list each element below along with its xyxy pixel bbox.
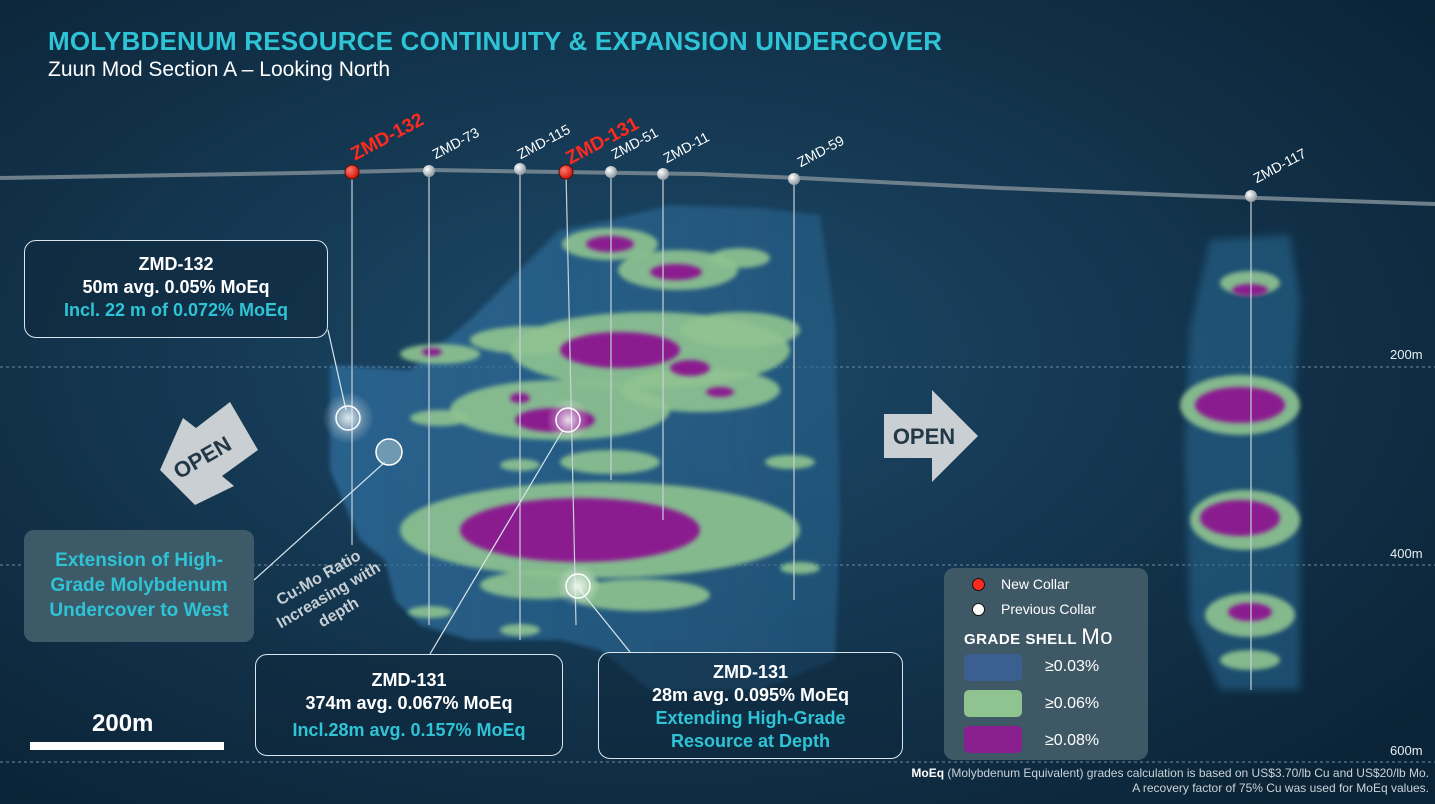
scale-label: 200m bbox=[92, 710, 154, 737]
high-grade-shells-east bbox=[1195, 284, 1285, 621]
legend-swatch-low bbox=[964, 654, 1022, 681]
footnote-line1-text: (Molybdenum Equivalent) grades calculati… bbox=[944, 766, 1429, 780]
west-extension-box: Extension of High- Grade Molybdenum Unde… bbox=[24, 530, 254, 642]
callout-zmd132: ZMD-132 50m avg. 0.05% MoEq Incl. 22 m o… bbox=[24, 240, 328, 338]
page-subtitle: Zuun Mod Section A – Looking North bbox=[48, 58, 391, 81]
callout-zmd132-title: ZMD-132 bbox=[138, 254, 214, 274]
depth-label-400: 400m bbox=[1390, 546, 1423, 561]
low-grade-shell-east bbox=[1185, 235, 1300, 690]
callout-zmd131-main: ZMD-131 374m avg. 0.067% MoEq Incl.28m a… bbox=[255, 654, 563, 756]
legend-label-low: ≥0.03% bbox=[1045, 658, 1100, 675]
legend-swatch-high bbox=[964, 726, 1022, 753]
footnote-line2: A recovery factor of 75% Cu was used for… bbox=[1132, 781, 1429, 795]
legend-label-mid: ≥0.06% bbox=[1045, 695, 1100, 712]
callout-zmd131-main-title: ZMD-131 bbox=[371, 670, 447, 690]
callout-zmd131-main-line2: Incl.28m avg. 0.157% MoEq bbox=[292, 720, 526, 740]
callout-zmd131-depth-title: ZMD-131 bbox=[712, 662, 788, 682]
intercept-markers bbox=[322, 392, 600, 608]
open-arrow-west: OPEN bbox=[160, 402, 258, 505]
callout-zmd132-line2: Incl. 22 m of 0.072% MoEq bbox=[63, 300, 289, 320]
svg-text:OPEN: OPEN bbox=[893, 424, 955, 449]
previous-collar-dot-icon bbox=[972, 602, 985, 616]
legend-new-collar-label: New Collar bbox=[1001, 576, 1070, 592]
legend-swatch-mid bbox=[964, 690, 1022, 717]
legend-heading-element: Mo bbox=[1081, 624, 1113, 649]
legend-heading-text: GRADE SHELL bbox=[964, 631, 1077, 648]
legend-previous-collar: Previous Collar bbox=[972, 599, 1096, 619]
footnote-line1: MoEq (Molybdenum Equivalent) grades calc… bbox=[911, 766, 1429, 781]
callout-zmd131-depth-line2: Extending High-Grade bbox=[655, 708, 846, 728]
callout-zmd131-main-line1: 374m avg. 0.067% MoEq bbox=[305, 693, 513, 713]
callout-zmd132-line1: 50m avg. 0.05% MoEq bbox=[82, 277, 270, 297]
collars bbox=[344, 163, 1257, 202]
callout-zmd131-depth: ZMD-131 28m avg. 0.095% MoEq Extending H… bbox=[598, 652, 903, 759]
depth-label-200: 200m bbox=[1390, 347, 1423, 362]
legend: New Collar Previous Collar GRADE SHELL M… bbox=[944, 568, 1148, 760]
west-extension-line2: Grade Molybdenum bbox=[50, 575, 228, 596]
surface-line bbox=[0, 167, 1435, 206]
legend-label-high: ≥0.08% bbox=[1045, 732, 1100, 749]
depth-label-600: 600m bbox=[1390, 743, 1423, 758]
callout-zmd131-depth-line3: Resource at Depth bbox=[670, 731, 831, 751]
footnote-bold: MoEq bbox=[911, 766, 945, 780]
callout-zmd131-depth-line1: 28m avg. 0.095% MoEq bbox=[651, 685, 850, 705]
west-extension-line3: Undercover to West bbox=[49, 600, 229, 621]
page-title: MOLYBDENUM RESOURCE CONTINUITY & EXPANSI… bbox=[48, 26, 943, 56]
legend-previous-collar-label: Previous Collar bbox=[1001, 601, 1096, 617]
new-collar-dot-icon bbox=[972, 577, 985, 591]
open-arrow-east: OPEN bbox=[884, 390, 978, 482]
footnote: MoEq (Molybdenum Equivalent) grades calc… bbox=[911, 766, 1429, 796]
legend-heading: GRADE SHELL Mo bbox=[964, 624, 1113, 650]
legend-new-collar: New Collar bbox=[972, 574, 1069, 594]
west-extension-line1: Extension of High- bbox=[55, 550, 223, 571]
scale-bar bbox=[30, 742, 224, 750]
